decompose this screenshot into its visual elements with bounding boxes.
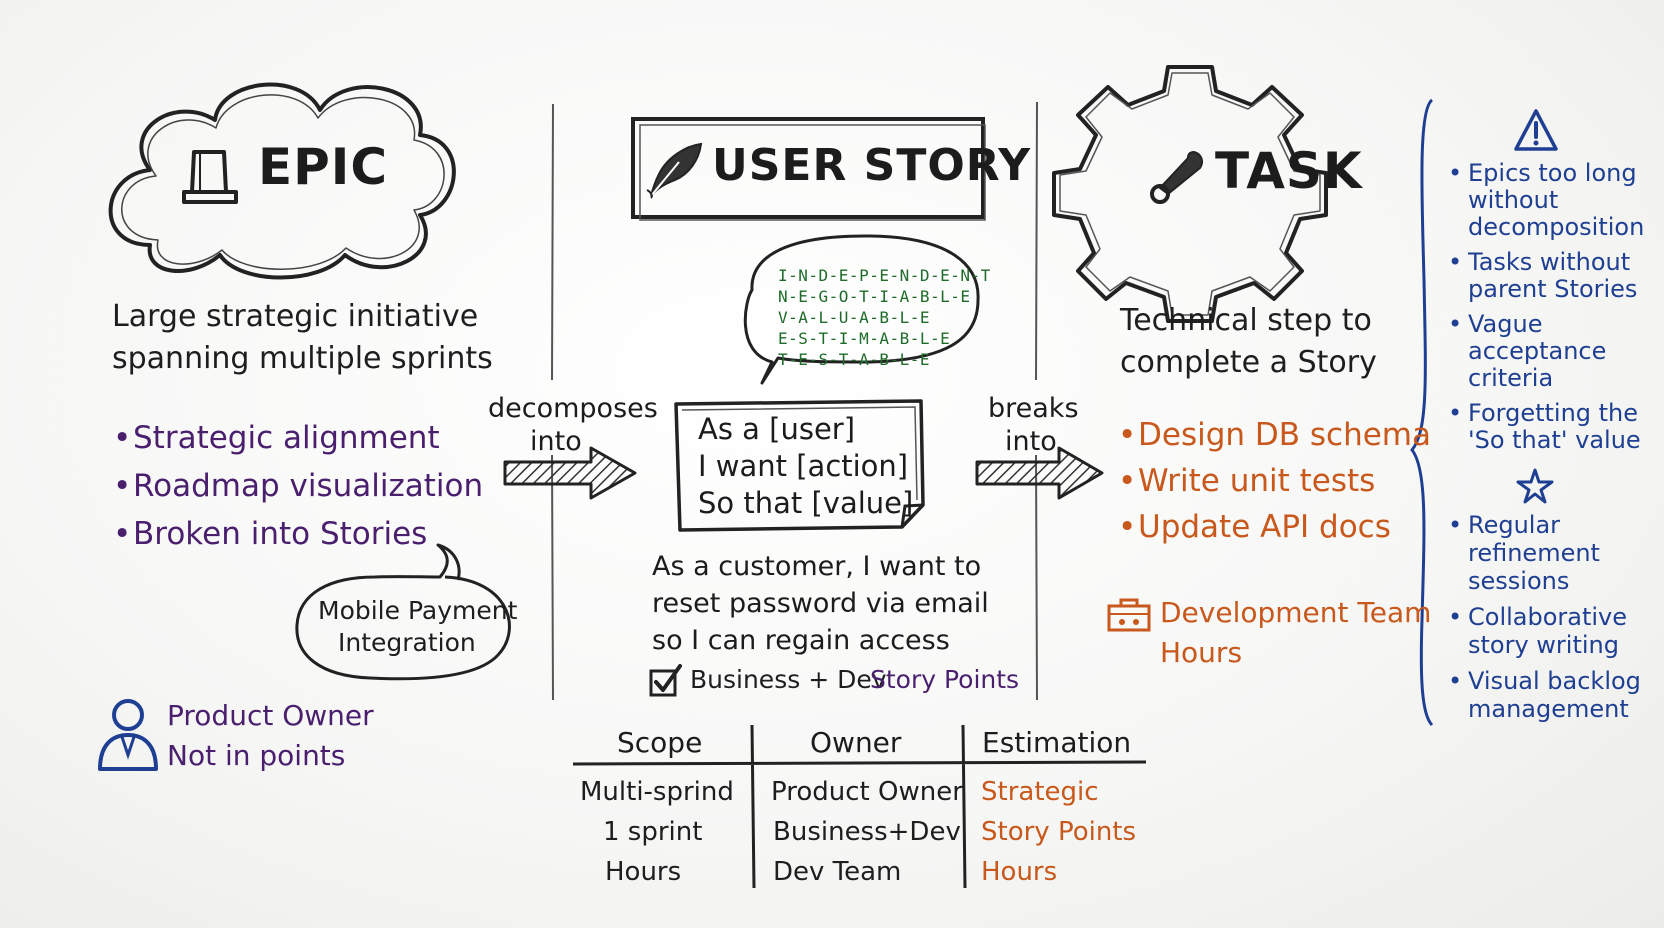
task-owner: Development Team bbox=[1160, 596, 1432, 629]
decomposes-arrow-icon bbox=[503, 446, 637, 500]
epic-estimation: Not in points bbox=[167, 739, 346, 772]
invest-bubble-outline bbox=[743, 234, 980, 385]
table-cell-owner: Product Owner bbox=[771, 777, 963, 807]
epic-bullet: Strategic alignment bbox=[113, 414, 483, 462]
epic-example-line1: Mobile Payment bbox=[318, 596, 518, 625]
epic-cloud-outline bbox=[108, 82, 456, 280]
task-bullet: Update API docs bbox=[1118, 504, 1431, 550]
story-card-outline bbox=[674, 399, 925, 532]
table-cell-scope: Hours bbox=[605, 857, 682, 887]
warning-triangle-icon bbox=[1514, 109, 1558, 151]
epic-bullet: Roadmap visualization bbox=[113, 462, 483, 510]
task-estimation: Hours bbox=[1160, 636, 1243, 669]
table-cell-scope: 1 sprint bbox=[603, 817, 703, 847]
pitfall-item: Vague acceptance criteria bbox=[1448, 311, 1664, 392]
invest-line: V-A-L-U-A-B-L-E bbox=[778, 308, 930, 327]
story-template-line: I want [action] bbox=[698, 449, 909, 483]
task-bullet: Design DB schema bbox=[1118, 412, 1431, 458]
pitfalls-list: Epics too long without decomposition Tas… bbox=[1448, 160, 1664, 462]
epic-description-line1: Large strategic initiative bbox=[112, 299, 479, 334]
task-description-line2: complete a Story bbox=[1120, 345, 1377, 380]
story-estimation: Story Points bbox=[870, 665, 1020, 694]
story-owner: Business + Dev bbox=[690, 665, 887, 694]
table-header-scope: Scope bbox=[617, 726, 703, 759]
practice-item: Regular refinement sessions bbox=[1448, 511, 1643, 595]
epic-owner: Product Owner bbox=[167, 699, 374, 732]
table-header-estimation: Estimation bbox=[982, 726, 1132, 759]
breaks-arrow-icon bbox=[975, 446, 1104, 500]
epic-title: EPIC bbox=[258, 138, 389, 196]
star-icon bbox=[1516, 468, 1554, 504]
table-cell-scope: Multi-sprind bbox=[580, 777, 734, 807]
checkbox-checked-icon bbox=[649, 664, 682, 697]
story-example-line: As a customer, I want to bbox=[652, 551, 982, 582]
decomposes-label-line2: into bbox=[530, 426, 582, 457]
table-header-owner: Owner bbox=[810, 726, 902, 759]
practice-item: Visual backlog management bbox=[1448, 667, 1643, 723]
table-grid bbox=[572, 724, 1147, 889]
separator-left bbox=[551, 103, 554, 701]
pitfall-item: Tasks without parent Stories bbox=[1448, 249, 1664, 303]
invest-line: I-N-D-E-P-E-N-D-E-N-T bbox=[778, 266, 991, 285]
table-cell-owner: Dev Team bbox=[773, 857, 902, 887]
wrench-tool-icon bbox=[1150, 150, 1203, 204]
task-bullet-list: Design DB schema Write unit tests Update… bbox=[1118, 412, 1431, 550]
story-example-line: reset password via email bbox=[652, 588, 989, 619]
epic-description-line2: spanning multiple sprints bbox=[112, 341, 493, 376]
invest-line: T-E-S-T-A-B-L-E bbox=[778, 350, 930, 369]
table-cell-estimation: Hours bbox=[981, 857, 1058, 887]
invest-line: N-E-G-O-T-I-A-B-L-E bbox=[778, 287, 971, 306]
epic-example-line2: Integration bbox=[338, 628, 476, 657]
story-template-line: So that [value] bbox=[698, 486, 914, 520]
user-story-title-box bbox=[631, 117, 985, 219]
practice-item: Collaborative story writing bbox=[1448, 603, 1643, 659]
breaks-label-line2: into bbox=[1005, 426, 1057, 457]
task-description-line1: Technical step to bbox=[1120, 303, 1372, 338]
practices-list: Regular refinement sessions Collaborativ… bbox=[1448, 511, 1643, 731]
pitfall-item: Epics too long without decomposition bbox=[1448, 160, 1664, 241]
table-cell-estimation: Story Points bbox=[981, 817, 1137, 847]
team-toolbox-icon bbox=[1107, 598, 1151, 632]
invest-line: E-S-T-I-M-A-B-L-E bbox=[778, 329, 951, 348]
task-title: TASK bbox=[1215, 142, 1363, 200]
product-owner-person-icon bbox=[98, 699, 158, 771]
epic-bucket-icon bbox=[182, 150, 238, 204]
table-cell-estimation: Strategic bbox=[981, 777, 1099, 807]
table-cell-owner: Business+Dev bbox=[773, 817, 961, 847]
task-bullet: Write unit tests bbox=[1118, 458, 1431, 504]
quill-pen-icon bbox=[646, 142, 703, 199]
decomposes-label-line1: decomposes bbox=[488, 393, 658, 424]
user-story-title: USER STORY bbox=[712, 140, 1032, 191]
separator-right bbox=[1035, 101, 1038, 701]
story-template-line: As a [user] bbox=[698, 412, 856, 446]
epic-bullet-list: Strategic alignment Roadmap visualizatio… bbox=[113, 414, 483, 558]
pitfall-item: Forgetting the 'So that' value bbox=[1448, 400, 1664, 454]
story-example-line: so I can regain access bbox=[652, 625, 950, 656]
breaks-label-line1: breaks bbox=[988, 393, 1079, 424]
epic-bullet: Broken into Stories bbox=[113, 510, 483, 558]
task-gear-outline bbox=[1052, 65, 1328, 323]
